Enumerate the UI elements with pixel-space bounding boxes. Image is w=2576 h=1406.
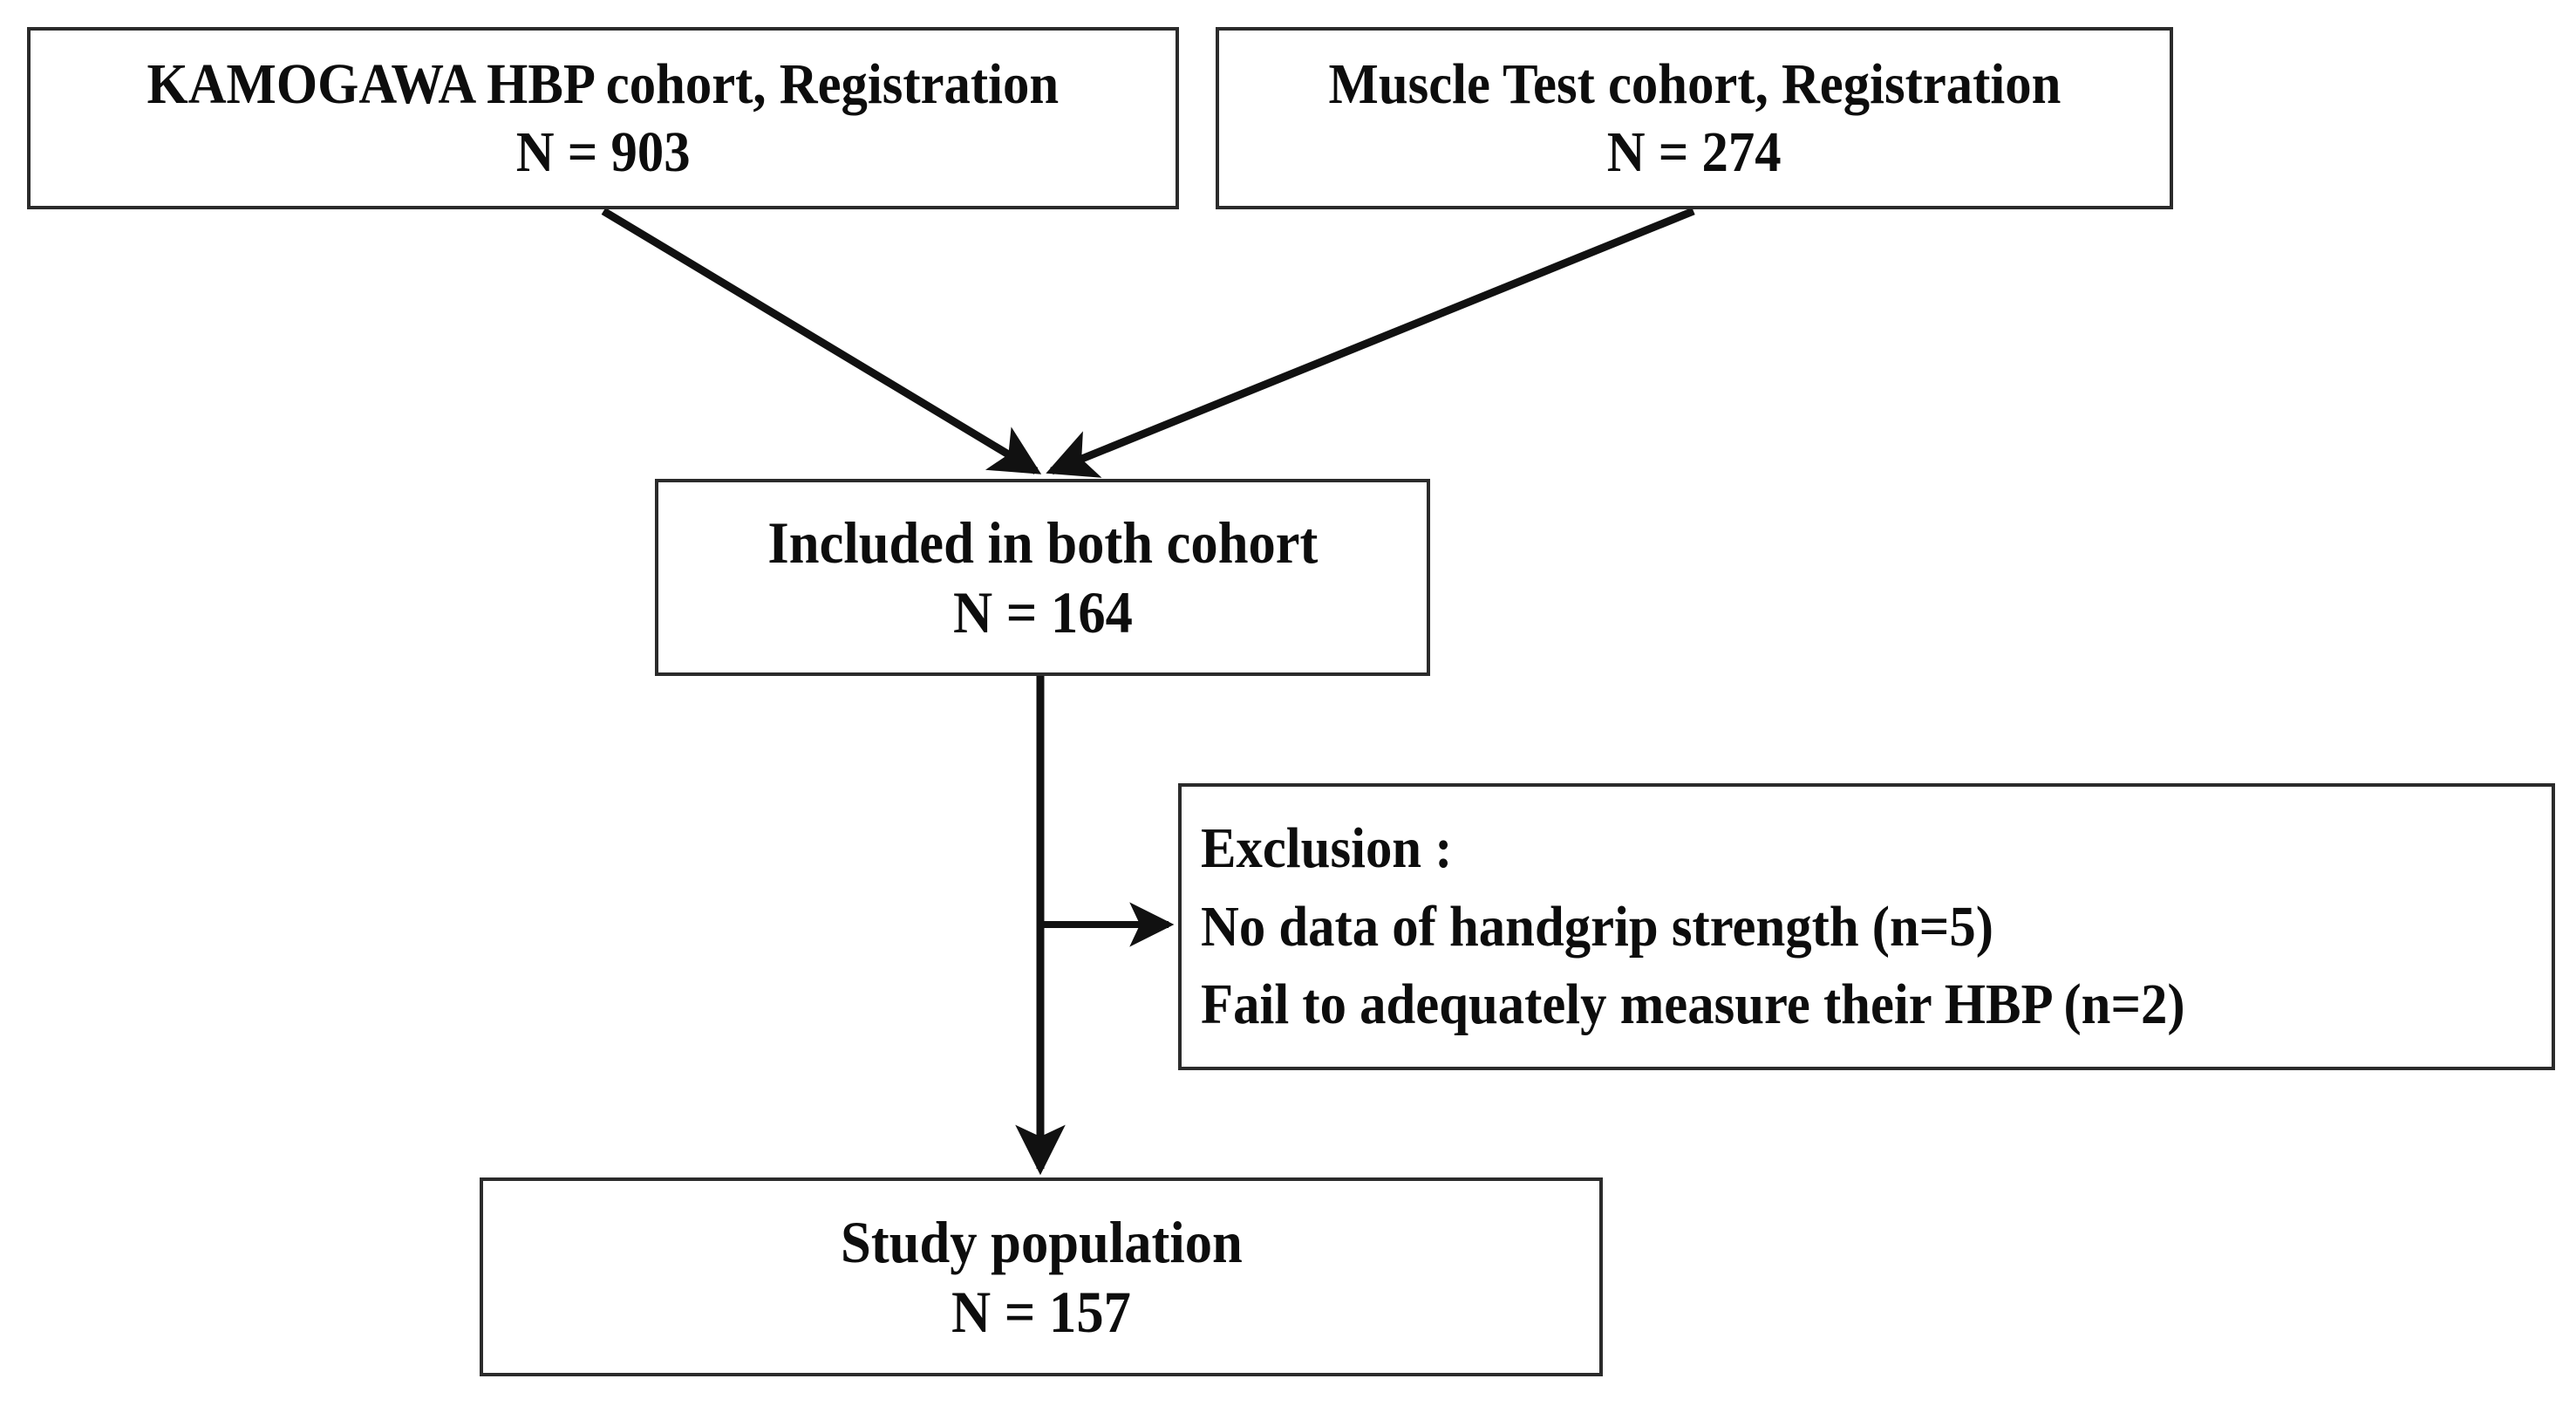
node-study-population-title: Study population: [840, 1208, 1243, 1275]
node-exclusion-reason-hbp: Fail to adequately measure their HBP (n=…: [1201, 973, 2185, 1037]
node-kamogawa-cohort-count: N = 903: [515, 119, 691, 184]
node-study-population-count: N = 157: [951, 1279, 1131, 1345]
node-muscle-test-cohort: Muscle Test cohort, Registration N = 274: [1216, 27, 2173, 209]
edge-kamogawa-to-included: [601, 208, 1042, 474]
node-included-both-cohort-title: Included in both cohort: [767, 508, 1318, 576]
node-kamogawa-cohort: KAMOGAWA HBP cohort, Registration N = 90…: [27, 27, 1179, 209]
node-exclusion-heading: Exclusion :: [1201, 816, 1453, 880]
node-exclusion-reason-handgrip: No data of handgrip strength (n=5): [1201, 894, 1993, 959]
node-included-both-cohort: Included in both cohort N = 164: [655, 479, 1430, 676]
node-study-population: Study population N = 157: [480, 1177, 1603, 1376]
node-exclusion: Exclusion : No data of handgrip strength…: [1178, 783, 2555, 1070]
node-included-both-cohort-count: N = 164: [952, 579, 1133, 645]
edge-muscle-test-to-included: [1046, 207, 1695, 478]
node-muscle-test-cohort-title: Muscle Test cohort, Registration: [1328, 51, 2061, 116]
node-muscle-test-cohort-count: N = 274: [1607, 119, 1782, 184]
node-kamogawa-cohort-title: KAMOGAWA HBP cohort, Registration: [147, 51, 1060, 116]
